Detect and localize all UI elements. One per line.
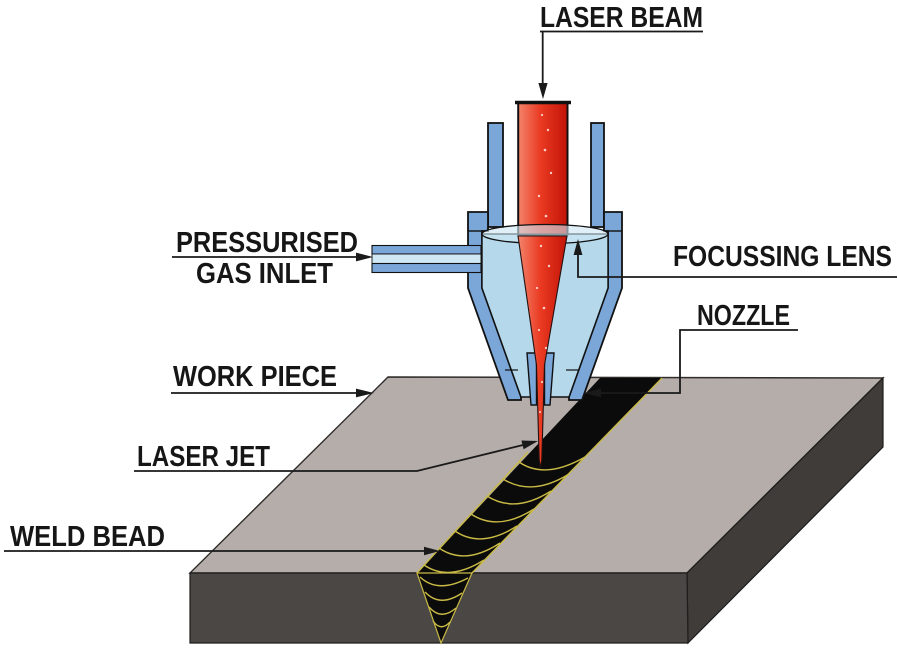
- nozzle-tip-left-piece: [526, 352, 538, 406]
- weld-seam-and-bead: [416, 377, 663, 645]
- nozzle-tip-right-piece: [543, 352, 555, 406]
- laser-beam-cone-and-jet: [517, 235, 568, 469]
- work-piece-arrowhead: [356, 388, 374, 398]
- label-laser-beam: LASER BEAM: [540, 2, 703, 34]
- gas-inlet-arrowhead: [356, 252, 373, 262]
- gas-inlet-outer-bottom: [371, 262, 482, 274]
- laser-jet-arrowhead: [521, 440, 538, 450]
- focussing-lens-arrowhead: [573, 239, 583, 255]
- work-piece-block: [188, 376, 885, 645]
- label-weld-bead: WELD BEAD: [10, 521, 165, 553]
- annotations: [4, 30, 897, 556]
- label-work-piece: WORK PIECE: [173, 361, 337, 393]
- laser-beam-arrowhead: [538, 83, 548, 99]
- weld-bead-leader: [4, 546, 440, 556]
- head-left-tube: [487, 122, 504, 228]
- label-laser-jet: LASER JET: [137, 441, 270, 473]
- nozzle-arrowhead: [584, 388, 601, 398]
- welding-head: [371, 100, 623, 469]
- gas-inlet-tube: [371, 244, 482, 274]
- work-piece-leader: [171, 388, 374, 398]
- weld-bead-arrowhead: [424, 546, 440, 556]
- nozzle-leader: [584, 329, 798, 398]
- weld-bead-ripples: [416, 377, 663, 628]
- head-right-tube: [590, 122, 605, 228]
- label-focussing-lens: FOCUSSING LENS: [673, 241, 892, 273]
- laser-beam-leader: [538, 30, 703, 99]
- laser-beam-cylinder: [517, 101, 569, 236]
- label-pressurised: PRESSURISED: [176, 227, 358, 259]
- gas-inlet-outer-top: [371, 244, 482, 255]
- label-gas-inlet: GAS INLET: [196, 258, 333, 290]
- gas-inlet-leader: [172, 252, 373, 262]
- label-nozzle: NOZZLE: [697, 300, 790, 332]
- beam-speckles: [535, 113, 553, 413]
- gas-inlet-channel: [371, 253, 482, 264]
- laser-jet-leader: [134, 440, 538, 472]
- labels: LASER BEAM PRESSURISED GAS INLET FOCUSSI…: [10, 2, 892, 553]
- weld-seam-strip: [417, 378, 662, 573]
- focussing-lens-leader: [573, 239, 897, 278]
